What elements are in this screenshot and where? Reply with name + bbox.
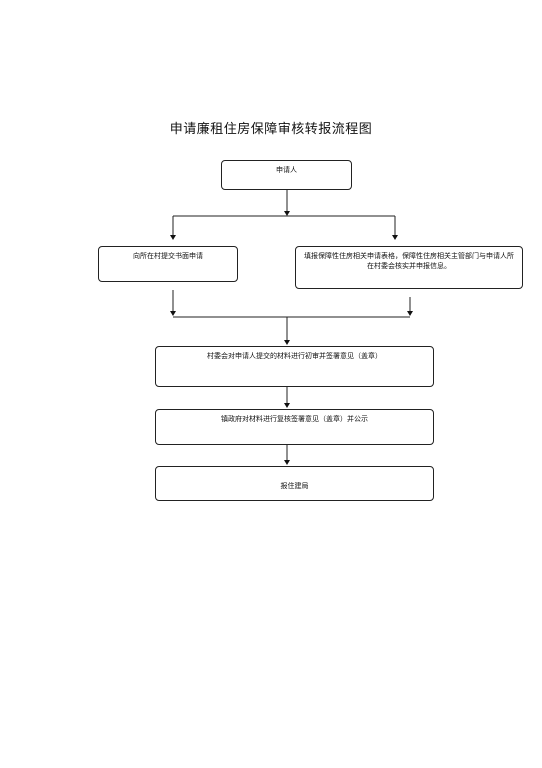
arrowhead-right-branch: [392, 235, 398, 240]
arrowhead-left-branch: [170, 235, 176, 240]
node-town-review-label: 镇政府对材料进行复核签署意见（盖章）并公示: [221, 415, 368, 423]
arrowhead-merge-down: [284, 340, 290, 345]
node-village-submit-label: 向所在村提交书面申请: [133, 252, 203, 260]
arrowhead-committee-town: [284, 403, 290, 408]
node-applicant: 申请人: [221, 160, 352, 190]
arrowhead-town-bureau: [284, 460, 290, 465]
page-title: 申请廉租住房保障审核转报流程图: [169, 122, 373, 137]
arrowhead-applicant-down: [284, 211, 290, 216]
node-fill-form: 填报保障性住房相关申请表格，保障性住房相关主管部门与申请人所在村委会核实并申报信…: [295, 246, 523, 289]
node-report-bureau-label: 报住建局: [280, 482, 309, 490]
node-committee-review-label: 村委会对申请人提交的材料进行初审并签署意见（盖章）: [207, 352, 382, 360]
node-village-submit: 向所在村提交书面申请: [98, 246, 238, 282]
arrowhead-left-merge: [170, 311, 176, 316]
arrowhead-right-merge: [407, 311, 413, 316]
node-fill-form-label: 填报保障性住房相关申请表格，保障性住房相关主管部门与申请人所在村委会核实并申报信…: [304, 252, 514, 270]
node-town-review: 镇政府对材料进行复核签署意见（盖章）并公示: [155, 409, 434, 445]
node-committee-review: 村委会对申请人提交的材料进行初审并签署意见（盖章）: [155, 346, 434, 387]
node-report-bureau: 报住建局: [155, 466, 434, 501]
node-applicant-label: 申请人: [276, 166, 297, 174]
